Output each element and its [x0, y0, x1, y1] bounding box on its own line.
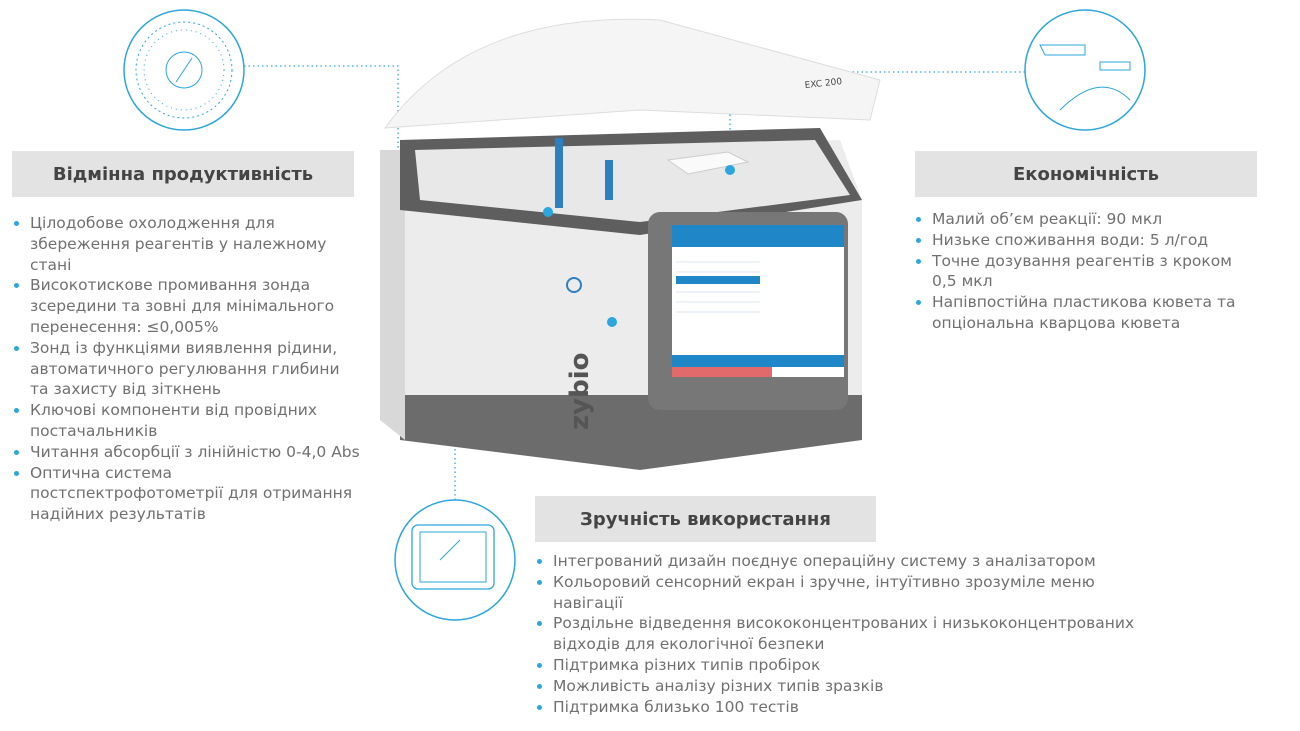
list-item: Кольоровий сенсорний екран і зручне, інт…: [535, 572, 1145, 614]
model-label: EXC 200: [804, 77, 843, 91]
list-item: Цілодобове охолодження для збереження ре…: [12, 213, 362, 275]
section-title-performance: Відмінна продуктивність: [12, 151, 354, 197]
list-item: Можливість аналізу різних типів зразків: [535, 676, 1145, 697]
list-item: Роздільне відведення висококонцентровани…: [535, 613, 1145, 655]
detail-circle-screen: [394, 499, 516, 621]
economy-feature-list: Малий об’єм реакції: 90 мкл Низьке спожи…: [914, 209, 1259, 334]
performance-feature-list: Цілодобове охолодження для збереження ре…: [12, 213, 362, 525]
list-item: Напівпостійна пластикова кювета та опціо…: [914, 292, 1259, 334]
section-title-usability: Зручність використання: [535, 496, 876, 542]
list-item: Зонд із функціями виявлення рідини, авто…: [12, 338, 362, 400]
list-item: Ключові компоненти від провідних постача…: [12, 400, 362, 442]
list-item: Малий об’єм реакції: 90 мкл: [914, 209, 1259, 230]
list-item: Підтримка близько 100 тестів: [535, 697, 1145, 718]
list-item: Інтегрований дизайн поєднує операційну с…: [535, 551, 1145, 572]
list-item: Підтримка різних типів пробірок: [535, 655, 1145, 676]
detail-circle-rotor: [123, 9, 245, 131]
detail-circle-probe: [1024, 9, 1146, 131]
list-item: Високотискове промивання зонда зсередини…: [12, 275, 362, 337]
analyzer-device: [380, 18, 881, 470]
list-item: Читання абсорбції з лінійністю 0-4,0 Abs: [12, 442, 362, 463]
usability-feature-list: Інтегрований дизайн поєднує операційну с…: [535, 551, 1145, 717]
list-item: Оптична система постспектрофотометрії дл…: [12, 463, 362, 525]
list-item: Точне дозування реагентів з кроком 0,5 м…: [914, 251, 1259, 293]
section-title-economy: Економічність: [915, 151, 1257, 197]
brand-logo: zybio: [565, 353, 595, 430]
list-item: Низьке споживання води: 5 л/год: [914, 230, 1259, 251]
